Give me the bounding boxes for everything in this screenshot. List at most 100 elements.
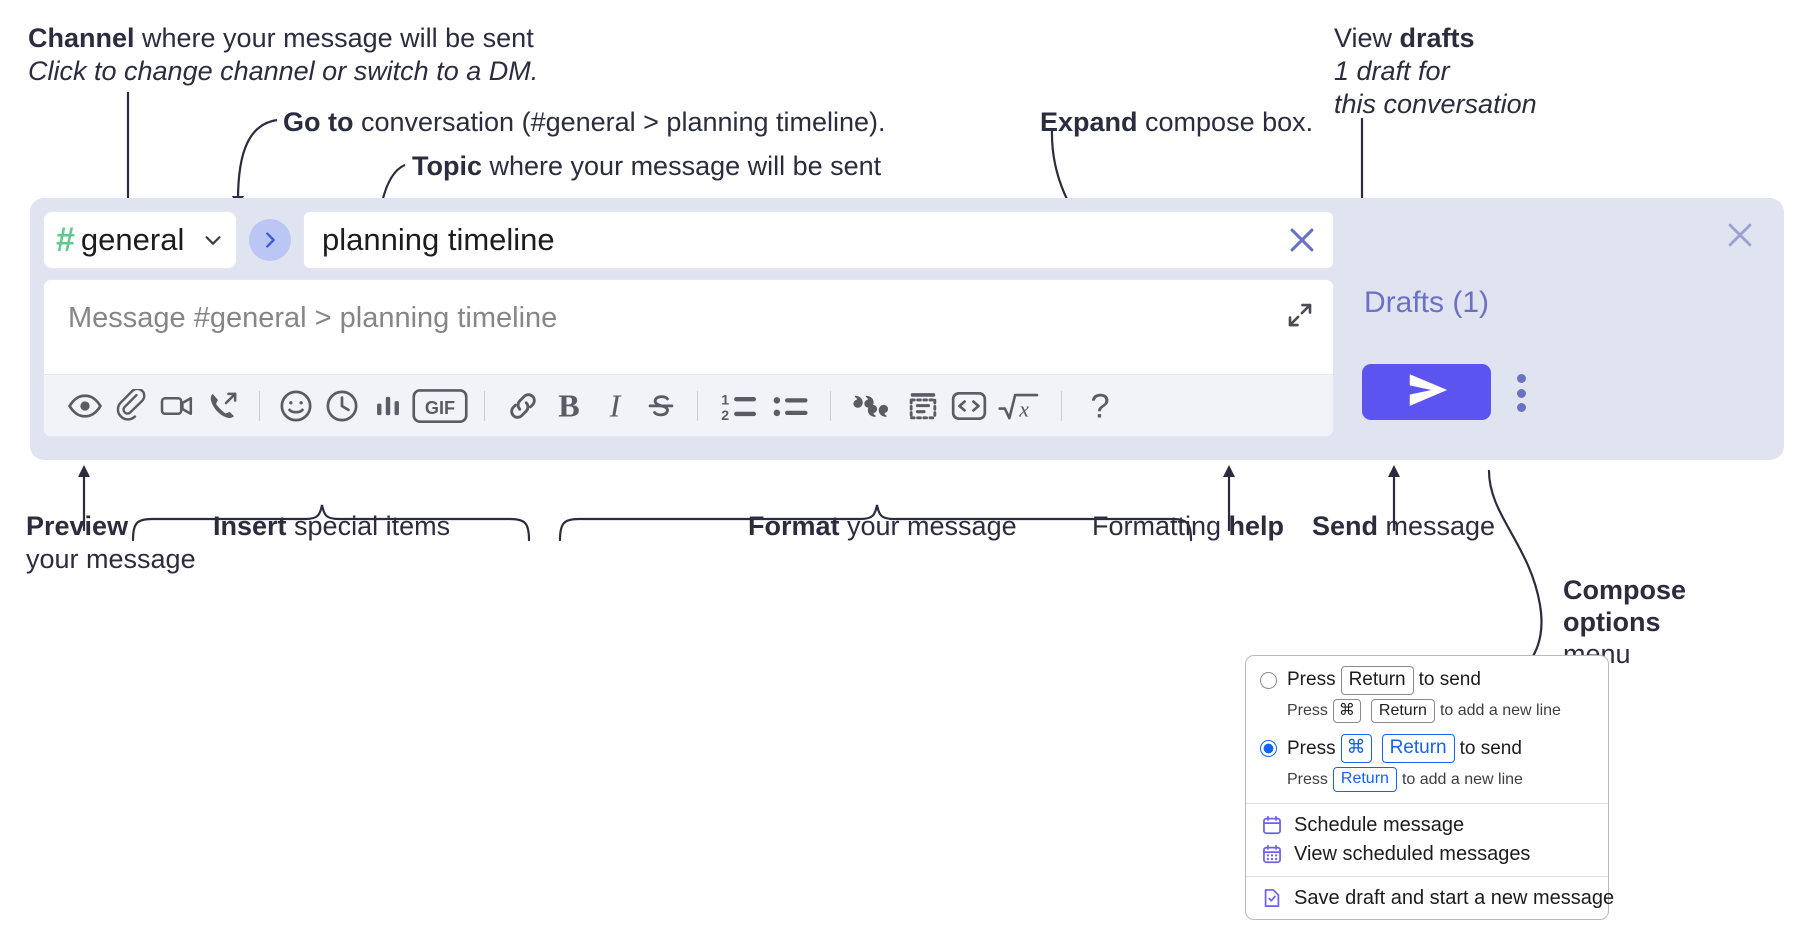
annotation-preview-bold: Preview [26,511,129,541]
toolbar-divider [1061,390,1062,421]
compose-right-pane: Drafts (1) [1347,198,1784,460]
annotation-compose-options-l2: options [1563,606,1661,637]
calendar-icon [1260,814,1283,837]
menu-item-label: Save draft and start a new message [1294,886,1615,909]
annotation-goto-bold: Go to [283,107,354,137]
menu-option2-sub-suffix: to add a new line [1401,770,1523,788]
menu-radio-cmd-return-to-send[interactable]: Press ⌘ Return to send [1246,732,1608,765]
annotation-goto: Go to conversation (#general > planning … [283,106,886,139]
attachment-icon[interactable] [108,383,154,429]
menu-option1-sub-key-return: Return [1370,698,1435,724]
annotation-insert: Insert special items [213,510,450,543]
menu-option1-sub: Press ⌘ Return to add a new line [1246,697,1608,728]
expand-icon[interactable] [1285,300,1315,330]
annotation-send: Send message [1312,510,1495,543]
preview-icon[interactable] [62,383,108,429]
svg-text:?: ? [1090,388,1109,424]
annotation-preview-rest: your message [26,543,196,574]
code-block-icon[interactable] [900,383,946,429]
menu-option1-sub-press: Press [1287,702,1328,720]
annotation-channel-bold: Channel [28,23,135,53]
menu-item-view-scheduled-messages[interactable]: View scheduled messages [1246,840,1608,869]
link-icon[interactable] [500,383,546,429]
annotation-goto-rest: conversation (#general > planning timeli… [353,107,886,137]
svg-text:GIF: GIF [425,398,455,418]
annotation-insert-rest: special items [286,511,451,541]
annotation-drafts-sub1: 1 draft for [1334,55,1450,86]
menu-divider [1246,875,1608,877]
poll-icon[interactable] [365,383,411,429]
clock-icon[interactable] [319,383,365,429]
menu-option1-sub-suffix: to add a new line [1439,702,1561,720]
menu-item-label: Schedule message [1294,813,1465,836]
annotation-insert-bold: Insert [213,511,287,541]
annotation-send-rest: message [1378,511,1496,541]
menu-option1-suffix: to send [1418,669,1481,691]
drafts-link[interactable]: Drafts (1) [1364,286,1490,319]
menu-option2-sub-press: Press [1287,770,1328,788]
menu-option2-key-cmd: ⌘ [1340,734,1372,764]
annotation-expand-bold: Expand [1040,107,1138,137]
gif-icon[interactable]: GIF [411,383,469,429]
annotation-compose-options-l1: Compose [1563,575,1687,605]
overflow-menu-icon[interactable] [1516,374,1526,412]
menu-item-schedule-message[interactable]: Schedule message [1246,811,1608,840]
blockquote-icon[interactable] [846,383,900,429]
svg-text:B: B [558,388,579,423]
annotation-channel-rest: where your message will be sent [134,23,534,53]
annotation-expand: Expand compose box. [1040,106,1313,139]
topic-input[interactable]: planning timeline [303,211,1334,269]
help-icon[interactable]: ? [1077,383,1123,429]
topic-value: planning timeline [322,222,555,257]
compose-left-pane: # general planning timeline Message #gen… [43,211,1334,437]
annotation-formatting-help: Formatting help [1092,510,1284,543]
message-input[interactable]: Message #general > planning timeline [44,280,1333,374]
svg-text:2: 2 [721,407,729,423]
menu-divider [1246,802,1608,804]
annotation-compose-options: Compose options menu [1563,575,1686,671]
channel-selector[interactable]: # general [43,211,237,269]
svg-text:I: I [609,388,622,423]
formatting-toolbar: GIF B I [44,374,1333,436]
menu-option1-key: Return [1340,666,1414,695]
strikethrough-icon[interactable] [638,383,684,429]
radio-unselected-icon [1260,671,1277,689]
chevron-down-icon [202,229,224,251]
send-button[interactable] [1362,364,1491,420]
close-icon[interactable] [1723,218,1757,252]
toolbar-divider [830,390,831,421]
annotation-format-bold: Format [748,511,840,541]
audio-call-icon[interactable] [200,383,246,429]
ordered-list-icon[interactable]: 1 2 [711,383,765,429]
annotation-send-bold: Send [1312,511,1379,541]
menu-option2-key-return: Return [1381,734,1455,764]
annotation-help-plain: Formatting [1092,511,1229,541]
annotation-topic-bold: Topic [412,151,482,181]
svg-text:1: 1 [721,391,729,407]
math-icon[interactable]: x [992,383,1046,429]
goto-conversation-button[interactable] [249,219,291,261]
annotation-drafts: View drafts 1 draft for this conversatio… [1334,22,1537,121]
annotation-format: Format your message [748,510,1017,543]
annotation-preview: Preview your message [26,510,196,576]
menu-item-save-draft[interactable]: Save draft and start a new message [1246,884,1614,913]
menu-radio-return-to-send[interactable]: Press Return to send [1246,664,1608,697]
annotation-expand-rest: compose box. [1137,107,1314,137]
annotation-drafts-sub2: this conversation [1334,88,1537,119]
bulleted-list-icon[interactable] [765,383,815,429]
video-icon[interactable] [154,383,200,429]
emoji-icon[interactable] [273,383,319,429]
close-icon[interactable] [1285,223,1319,257]
menu-option2-suffix: to send [1459,737,1522,759]
bold-icon[interactable]: B [546,383,592,429]
annotation-format-rest: your message [839,511,1017,541]
message-placeholder: Message #general > planning timeline [68,302,558,334]
italic-icon[interactable]: I [592,383,638,429]
compose-header-row: # general planning timeline [43,211,1334,269]
radio-selected-icon [1260,740,1277,758]
annotation-drafts-bold: drafts [1399,23,1475,53]
code-icon[interactable] [946,383,992,429]
annotation-drafts-plain: View [1334,23,1400,53]
menu-option2-sub-key: Return [1332,767,1397,792]
menu-option2-press: Press [1287,737,1336,759]
